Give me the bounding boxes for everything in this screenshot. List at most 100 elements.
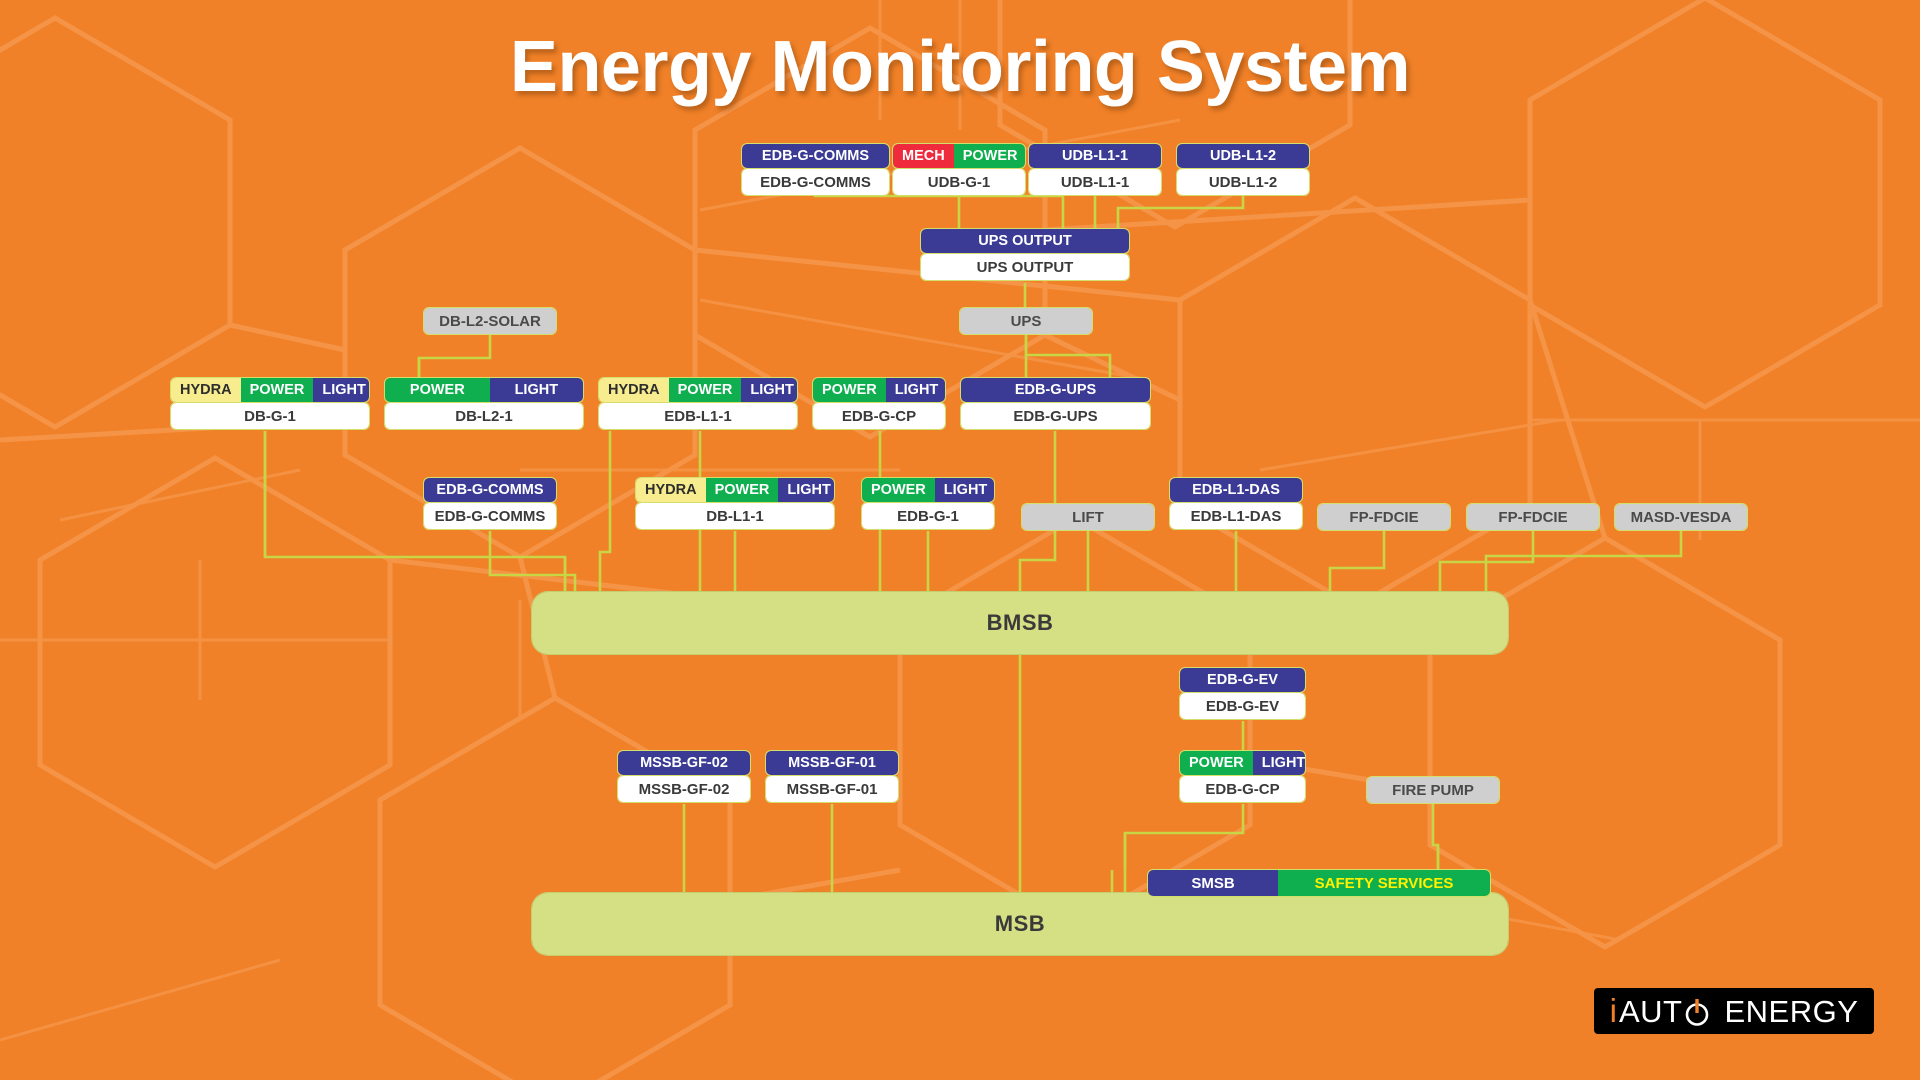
node-label: UPS xyxy=(959,307,1093,335)
header-tag-mssb-gf-01[interactable]: MSSB-GF-01 xyxy=(766,751,898,775)
node-header: MSSB-GF-02 xyxy=(617,750,751,776)
header-tag-power[interactable]: POWER xyxy=(668,378,742,402)
header-tag-light[interactable]: LIGHT xyxy=(885,378,945,402)
header-tag-power[interactable]: POWER xyxy=(813,378,886,402)
logo-i-letter: i xyxy=(1609,991,1617,1029)
busbar-label: MSB xyxy=(994,911,1046,936)
header-tag-light[interactable]: LIGHT xyxy=(313,378,369,402)
node-header: EDB-G-UPS xyxy=(960,377,1151,403)
node-fp-fdcie-2[interactable]: FP-FDCIE xyxy=(1466,503,1600,531)
connector-line xyxy=(598,431,612,592)
node-header: UDB-L1-2 xyxy=(1176,143,1310,169)
header-tag-edb-g-comms[interactable]: EDB-G-COMMS xyxy=(742,144,889,168)
logo-auto-text: AUT xyxy=(1618,993,1683,1029)
header-tag-light[interactable]: LIGHT xyxy=(741,378,797,402)
header-tag-udb-l1-2[interactable]: UDB-L1-2 xyxy=(1177,144,1309,168)
header-tag-edb-l1-das[interactable]: EDB-L1-DAS xyxy=(1170,478,1302,502)
header-tag-power[interactable]: POWER xyxy=(705,478,779,502)
node-label: LIFT xyxy=(1021,503,1155,531)
node-label: UDB-L1-2 xyxy=(1176,168,1310,196)
connector-line xyxy=(417,334,492,378)
node-label: UPS OUTPUT xyxy=(920,253,1130,281)
connector-line xyxy=(1018,431,1057,592)
node-header: UDB-L1-1 xyxy=(1028,143,1162,169)
node-fp-fdcie-1[interactable]: FP-FDCIE xyxy=(1317,503,1451,531)
header-tag-light[interactable]: LIGHT xyxy=(778,478,834,502)
header-tag-edb-g-comms[interactable]: EDB-G-COMMS xyxy=(424,478,556,502)
node-label: EDB-L1-1 xyxy=(598,402,798,430)
header-tag-ups-output[interactable]: UPS OUTPUT xyxy=(921,229,1129,253)
node-fire-pump[interactable]: FIRE PUMP xyxy=(1366,776,1500,804)
node-label: MASD-VESDA xyxy=(1614,503,1748,531)
header-tag-power[interactable]: POWER xyxy=(953,144,1025,168)
node-label: FIRE PUMP xyxy=(1366,776,1500,804)
header-tag-power[interactable]: POWER xyxy=(385,378,490,402)
node-label: EDB-G-CP xyxy=(1179,775,1306,803)
header-tag-light[interactable]: LIGHT xyxy=(1252,751,1305,775)
header-tag-power[interactable]: POWER xyxy=(1180,751,1253,775)
node-db-l2-solar[interactable]: DB-L2-SOLAR xyxy=(423,307,557,335)
node-label: EDB-G-COMMS xyxy=(423,502,557,530)
busbar-bmsb[interactable]: BMSB xyxy=(531,591,1509,655)
node-label: FP-FDCIE xyxy=(1466,503,1600,531)
page-title: Energy Monitoring System xyxy=(509,27,1411,107)
power-icon xyxy=(1686,998,1709,1026)
header-tag-light[interactable]: LIGHT xyxy=(489,378,583,402)
node-header: EDB-G-EV xyxy=(1179,667,1306,693)
header-tag-hydra[interactable]: HYDRA xyxy=(599,378,669,402)
busbar-msb[interactable]: MSB xyxy=(531,892,1509,956)
connector-line xyxy=(1123,804,1245,870)
header-tag-power[interactable]: POWER xyxy=(862,478,935,502)
node-masd-vesda[interactable]: MASD-VESDA xyxy=(1614,503,1748,531)
node-label: EDB-G-COMMS xyxy=(741,168,890,196)
node-label: EDB-G-UPS xyxy=(960,402,1151,430)
node-label: MSSB-GF-02 xyxy=(617,775,751,803)
header-tag-light[interactable]: LIGHT xyxy=(934,478,994,502)
header-tag-mssb-gf-02[interactable]: MSSB-GF-02 xyxy=(618,751,750,775)
header-tag-safety-services[interactable]: SAFETY SERVICES xyxy=(1278,870,1490,896)
node-header: UPS OUTPUT xyxy=(920,228,1130,254)
header-tag-edb-g-ev[interactable]: EDB-G-EV xyxy=(1180,668,1305,692)
header-tag-hydra[interactable]: HYDRA xyxy=(636,478,706,502)
node-lift[interactable]: LIFT xyxy=(1021,503,1155,531)
node-label: DB-L1-1 xyxy=(635,502,835,530)
node-header: EDB-G-COMMS xyxy=(741,143,890,169)
header-tag-smsb[interactable]: SMSB xyxy=(1148,870,1278,896)
node-label: UDB-L1-1 xyxy=(1028,168,1162,196)
header-tag-udb-l1-1[interactable]: UDB-L1-1 xyxy=(1029,144,1161,168)
busbar-label: BMSB xyxy=(986,610,1054,635)
header-tag-power[interactable]: POWER xyxy=(240,378,314,402)
node-ups[interactable]: UPS xyxy=(959,307,1093,335)
header-tag-mech[interactable]: MECH xyxy=(893,144,954,168)
node-label: EDB-L1-DAS xyxy=(1169,502,1303,530)
header-tag-hydra[interactable]: HYDRA xyxy=(171,378,241,402)
logo-energy-text: ENERGY xyxy=(1724,993,1859,1029)
header-tag-edb-g-ups[interactable]: EDB-G-UPS xyxy=(961,378,1150,402)
